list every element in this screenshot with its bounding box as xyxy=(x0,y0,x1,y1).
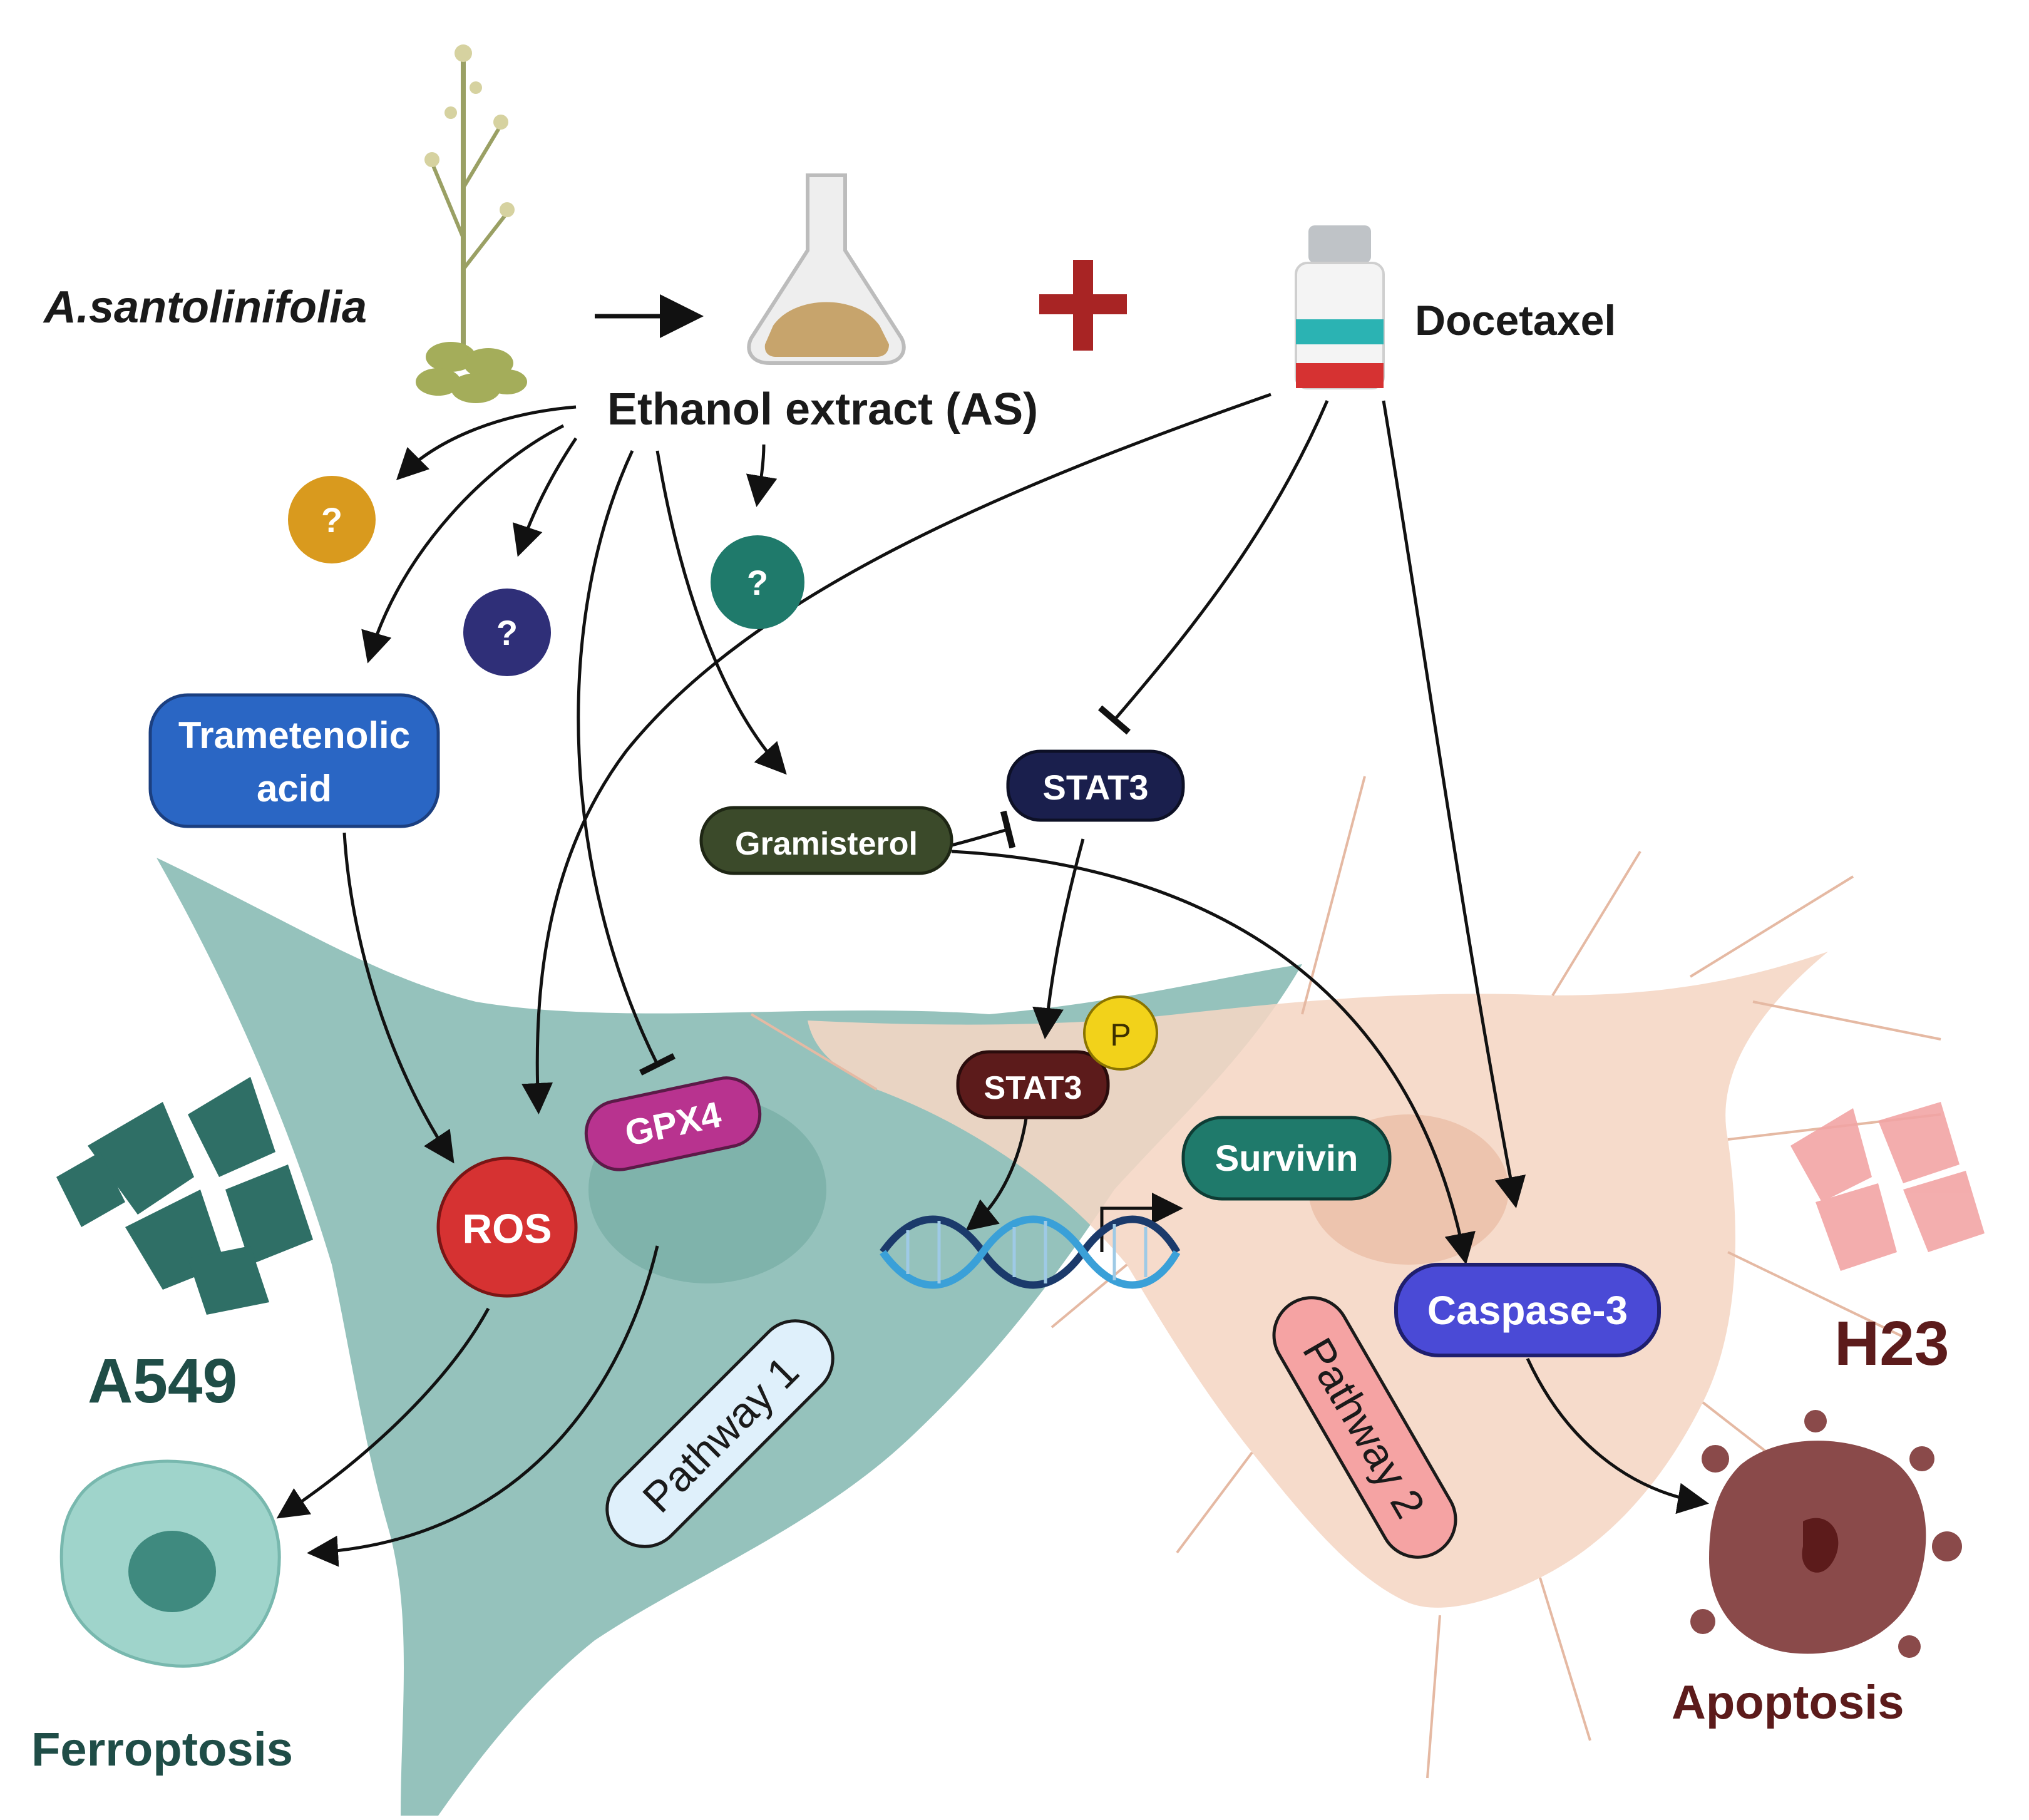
inhibit-stat3-by-gramisterol xyxy=(951,810,1016,849)
plant-icon xyxy=(416,44,527,403)
internal-arrows xyxy=(276,810,1709,1567)
survivin-label: Survivin xyxy=(1215,1138,1359,1179)
a549-label: A549 xyxy=(88,1346,237,1416)
arrow-stat3-to-pstat3 xyxy=(1032,838,1085,1039)
ferroptosis-label: Ferroptosis xyxy=(31,1723,293,1776)
arrow-pstat3-to-dna xyxy=(965,1114,1029,1231)
extract-arrows xyxy=(361,405,787,1076)
apoptosis-label: Apoptosis xyxy=(1672,1676,1904,1729)
arrow-caspase3-to-apoptosis xyxy=(1526,1357,1709,1514)
drug-label: Docetaxel xyxy=(1415,297,1616,344)
arrow-to-q-navy xyxy=(512,437,578,557)
h23-cells-icon xyxy=(1790,1102,1985,1271)
caspase3-node: Caspase-3 xyxy=(1394,1263,1661,1357)
trametenolic-acid-node: Trametenolic acid xyxy=(148,693,440,828)
gramisterol-node: Gramisterol xyxy=(699,806,953,875)
arrow-gpx4-to-ferroptosis xyxy=(307,1245,659,1567)
arrow-to-gramisterol xyxy=(655,450,787,775)
plant-name: A.santolinifolia xyxy=(43,282,367,332)
caspase3-label: Caspase-3 xyxy=(1427,1288,1628,1333)
ferroptosis-cell-icon xyxy=(59,1459,281,1668)
gramisterol-label: Gramisterol xyxy=(735,826,918,862)
inhibit-stat3 xyxy=(1097,400,1329,735)
gpx4-node: GPX4 xyxy=(584,1076,762,1171)
ros-node: ROS xyxy=(436,1156,578,1298)
transcription-arrow xyxy=(1100,1193,1183,1252)
ros-label: ROS xyxy=(462,1205,552,1252)
vial-icon xyxy=(1295,225,1385,389)
apoptosis-cell-icon xyxy=(1690,1410,1962,1658)
unknown-compound-navy: ? xyxy=(463,589,551,676)
h23-label: H23 xyxy=(1834,1308,1949,1379)
flask-icon xyxy=(747,173,906,365)
arrow-to-q-teal xyxy=(746,444,778,507)
stat3-label: STAT3 xyxy=(1042,768,1148,807)
a549-cells-icon xyxy=(56,1077,313,1315)
survivin-node: Survivin xyxy=(1181,1116,1392,1201)
unknown-compound-teal: ? xyxy=(711,535,804,629)
arrow-to-trametenolic xyxy=(361,424,565,664)
docetaxel-arrows xyxy=(521,393,1526,1208)
arrow-to-q-orange xyxy=(396,405,577,481)
extract-label: Ethanol extract (AS) xyxy=(607,384,1038,434)
arrow-gramisterol-to-caspase3 xyxy=(951,850,1476,1265)
inhibit-gpx4 xyxy=(577,450,676,1076)
dna-icon xyxy=(880,1215,1181,1289)
trametenolic-line1: Trametenolic xyxy=(178,714,410,756)
plus-icon xyxy=(1039,260,1127,351)
arrow-ros-to-ferroptosis xyxy=(276,1307,490,1519)
trametenolic-line2: acid xyxy=(257,768,332,810)
unknown-mark: ? xyxy=(747,563,768,602)
stat3-node: STAT3 xyxy=(1006,749,1185,822)
phospho-stat3-node: STAT3 xyxy=(956,1050,1110,1119)
unknown-compound-orange: ? xyxy=(288,476,376,563)
unknown-mark: ? xyxy=(496,613,518,652)
arrow-trametenolic-to-ros xyxy=(342,832,455,1164)
arrow-docetaxel-to-ros xyxy=(521,393,1271,1114)
unknown-mark: ? xyxy=(321,500,342,540)
phospho-label: P xyxy=(1110,1017,1131,1052)
phospho-group-badge: P xyxy=(1083,995,1158,1071)
arrow-docetaxel-to-caspase3 xyxy=(1382,400,1526,1208)
pstat3-label: STAT3 xyxy=(984,1070,1082,1106)
